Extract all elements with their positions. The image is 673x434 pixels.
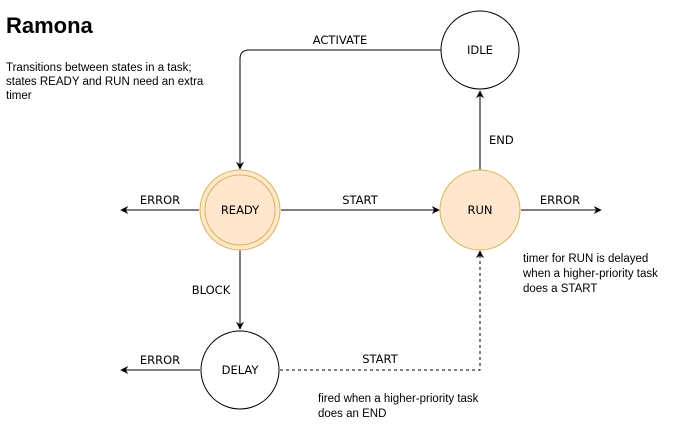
state-ready-label: READY: [221, 203, 260, 217]
end-label: END: [489, 133, 514, 147]
state-run-label: RUN: [467, 203, 492, 217]
diagram-subtitle: Transitions between states in a task; st…: [6, 62, 204, 102]
start-label: START: [342, 193, 378, 207]
delay-start-label: START: [362, 352, 398, 366]
state-run: RUN: [439, 169, 521, 251]
ready-error-label: ERROR: [140, 193, 180, 207]
run-error-label: ERROR: [540, 193, 580, 207]
state-delay: DELAY: [200, 330, 280, 410]
activate-edge: [236, 49, 441, 170]
diagram-title: Ramona: [6, 13, 93, 38]
run-timer-note: timer for RUN is delayed when a higher-p…: [523, 253, 658, 295]
delay-error-label: ERROR: [140, 353, 180, 367]
state-delay-label: DELAY: [222, 363, 260, 377]
delay-fired-note: fired when a higher-priority task does a…: [318, 393, 479, 420]
activate-label: ACTIVATE: [313, 33, 368, 47]
delay-start-edge: [280, 250, 484, 371]
block-label: BLOCK: [192, 283, 231, 297]
state-idle: IDLE: [440, 10, 520, 90]
state-idle-label: IDLE: [467, 43, 493, 57]
state-ready: READY: [199, 169, 281, 251]
